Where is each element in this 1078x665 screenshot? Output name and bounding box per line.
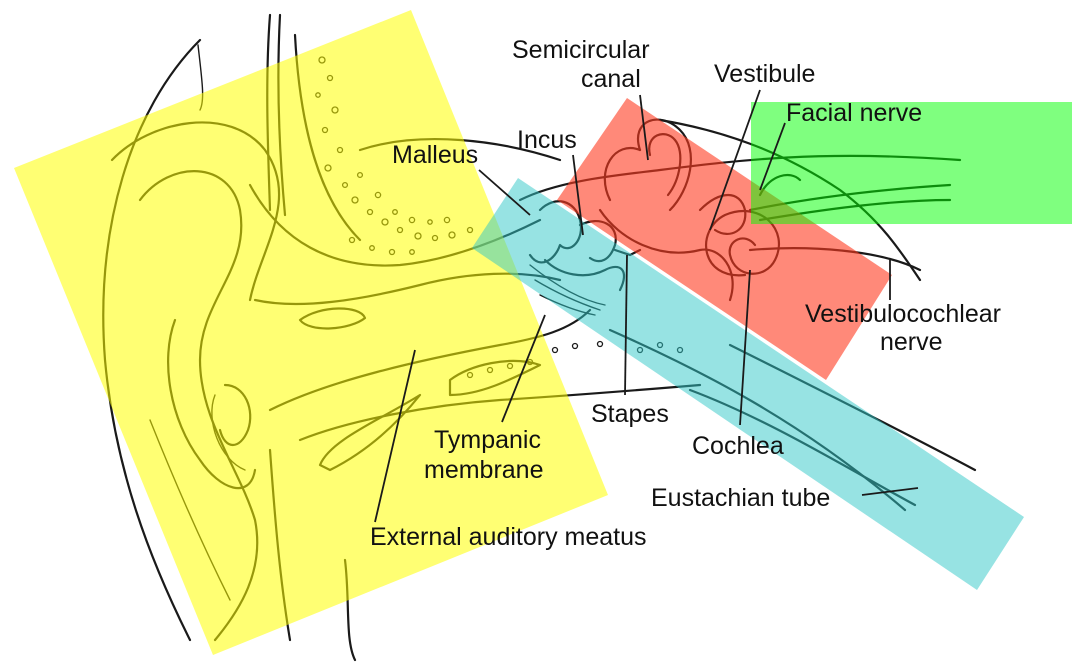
label-semicircular-canal-line1: Semicircular — [512, 36, 650, 64]
label-tympanic-line2: membrane — [424, 456, 544, 484]
label-cochlea: Cochlea — [692, 432, 784, 460]
label-vestibulocochlear-line1: Vestibulocochlear — [805, 300, 1001, 328]
label-incus: Incus — [517, 126, 577, 154]
outer-ear-highlight — [14, 10, 608, 655]
label-malleus: Malleus — [392, 141, 478, 169]
label-external-auditory-meatus: External auditory meatus — [370, 523, 647, 551]
label-eustachian-tube: Eustachian tube — [651, 484, 830, 512]
label-tympanic-line1: Tympanic — [434, 426, 541, 454]
label-semicircular-canal-line2: canal — [581, 65, 641, 93]
label-stapes: Stapes — [591, 400, 669, 428]
label-facial-nerve: Facial nerve — [786, 99, 922, 127]
label-vestibulocochlear-line2: nerve — [880, 328, 943, 356]
label-vestibule: Vestibule — [714, 60, 815, 88]
